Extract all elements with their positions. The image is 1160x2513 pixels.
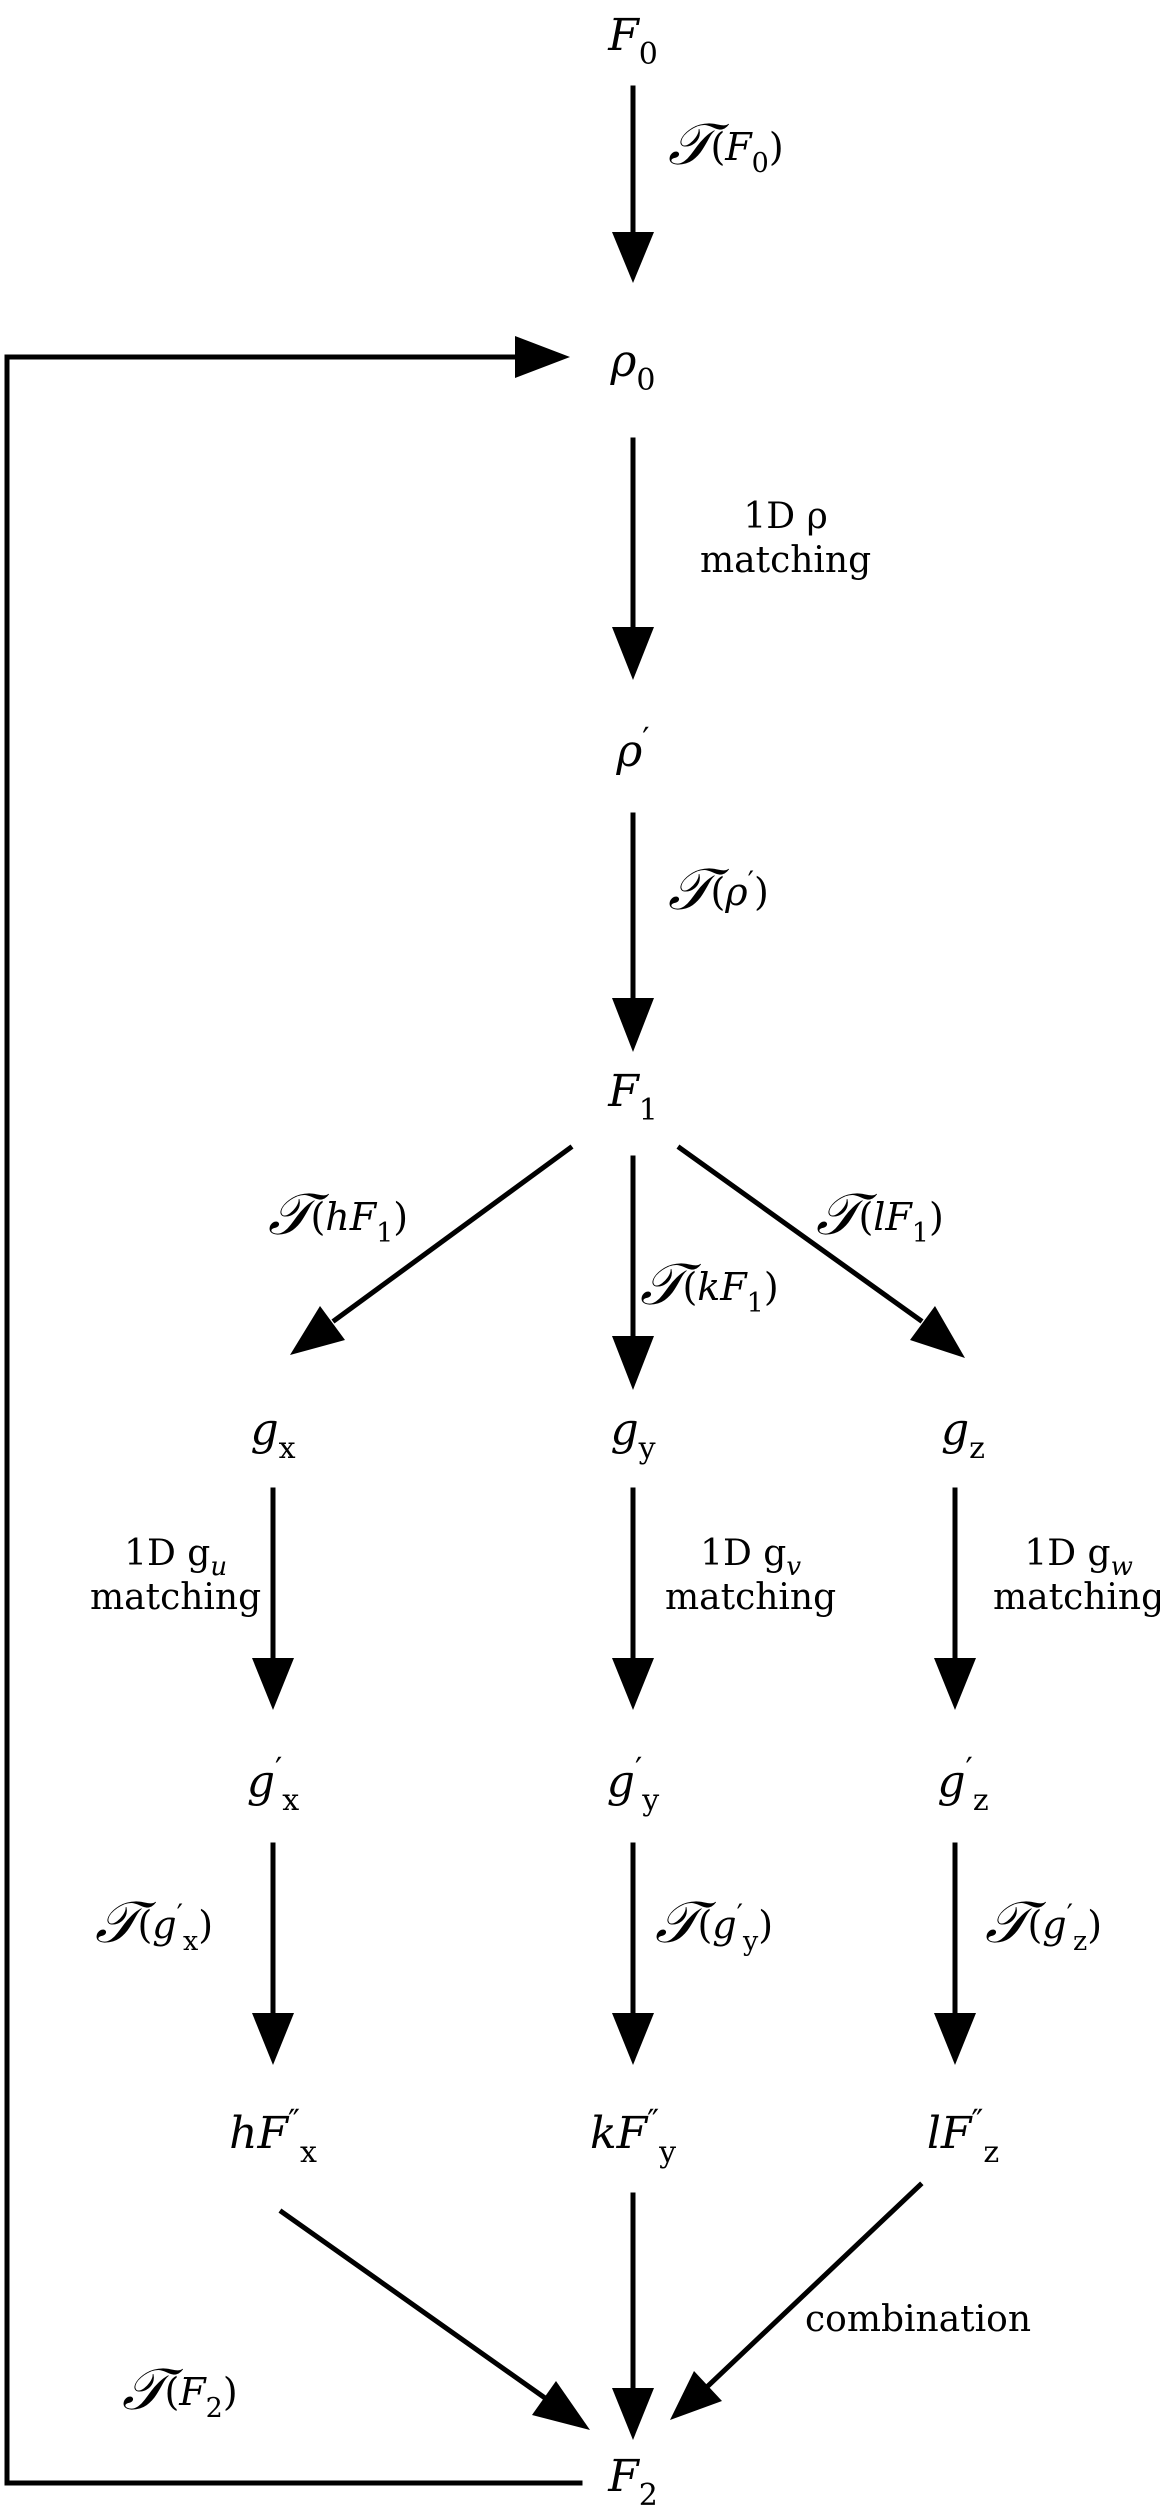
arrow-f1-gx xyxy=(331,1144,574,1324)
node-gx-prime: g′x xyxy=(246,1750,300,1818)
arrowhead-rhop-f1 xyxy=(612,998,654,1052)
op-label-f2: 𝒯(F2) xyxy=(122,2355,238,2424)
op-label-lf1: 𝒯(lF1) xyxy=(816,1180,944,1249)
arrow-f1-gz xyxy=(676,1144,924,1324)
node-f0: F0 xyxy=(608,10,658,72)
feedback-loop-line xyxy=(4,354,583,2486)
arrowhead-rho0-rhop xyxy=(612,627,654,680)
arrowhead-f0-rho0 xyxy=(612,232,654,283)
node-gz-prime: g′z xyxy=(937,1750,989,1818)
node-rho-prime: ρ′ xyxy=(616,720,650,777)
op-label-gz-prime: 𝒯(g′z) xyxy=(985,1888,1103,1957)
node-rho0: ρ0 xyxy=(610,336,656,398)
arrowhead-gxp-hfx xyxy=(252,2013,294,2065)
node-gx: gx xyxy=(250,1404,296,1466)
arrowhead-gy-gyp xyxy=(612,1658,654,1710)
edge-label-rho-matching: 1D ρ matching xyxy=(700,496,872,581)
arrowhead-feedback-rho0 xyxy=(515,336,570,378)
node-gz: gz xyxy=(941,1404,985,1466)
arrowhead-gx-gxp xyxy=(252,1658,294,1710)
node-lfz: lF″z xyxy=(926,2102,1000,2170)
op-label-gx-prime: 𝒯(g′x) xyxy=(95,1888,214,1957)
node-f1: F1 xyxy=(608,1066,658,1128)
arrowhead-hfx-f2 xyxy=(532,2381,590,2430)
op-label-rho-prime: 𝒯(ρ′) xyxy=(668,855,769,923)
op-label-hf1: 𝒯(hF1) xyxy=(268,1180,409,1249)
arrowhead-f1-gy xyxy=(612,1336,654,1390)
arrow-lfz-f2 xyxy=(704,2181,924,2390)
node-hfx: hF″x xyxy=(229,2102,317,2170)
edge-label-gw-matching: 1D gw matching xyxy=(993,1533,1160,1618)
node-f2: F2 xyxy=(608,2451,658,2513)
edge-label-combination: combination xyxy=(805,2299,1032,2340)
node-kfy: kF″y xyxy=(589,2102,677,2170)
arrowhead-kfy-f2 xyxy=(612,2388,654,2440)
arrowhead-f1-gx xyxy=(290,1306,345,1355)
edge-label-gu-matching: 1D gu matching xyxy=(90,1533,262,1618)
arrowhead-gyp-kfy xyxy=(612,2013,654,2065)
edge-label-gv-matching: 1D gv matching xyxy=(665,1533,837,1618)
arrow-hfx-f2 xyxy=(278,2208,549,2402)
arrowhead-gz-gzp xyxy=(934,1658,976,1710)
node-gy-prime: g′y xyxy=(606,1750,660,1818)
arrowhead-f1-gz xyxy=(910,1306,965,1358)
op-label-kf1: 𝒯(kF1) xyxy=(640,1250,779,1319)
arrowhead-lfz-f2 xyxy=(670,2371,722,2420)
op-label-f0: 𝒯(F0) xyxy=(668,110,784,179)
node-gy: gy xyxy=(610,1404,656,1466)
arrowhead-gzp-lfz xyxy=(934,2013,976,2065)
op-label-gy-prime: 𝒯(g′y) xyxy=(655,1888,774,1957)
